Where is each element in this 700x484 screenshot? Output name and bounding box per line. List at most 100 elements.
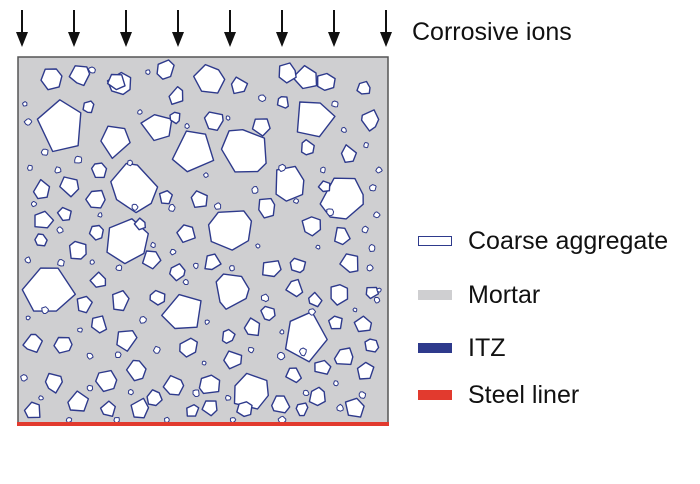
coarse-aggregate bbox=[193, 262, 199, 270]
coarse-aggregate bbox=[334, 226, 351, 246]
coarse-aggregate bbox=[275, 165, 305, 202]
coarse-aggregate bbox=[365, 286, 380, 300]
coarse-aggregate bbox=[344, 397, 365, 418]
coarse-aggregate bbox=[201, 360, 207, 366]
legend-item-steel-liner: Steel liner bbox=[418, 380, 579, 410]
coarse-aggregate bbox=[125, 359, 147, 382]
coarse-aggregate bbox=[114, 351, 122, 358]
coarse-aggregate bbox=[262, 260, 282, 278]
coarse-aggregate bbox=[236, 401, 253, 418]
coarse-aggregate bbox=[223, 350, 243, 370]
coarse-aggregate bbox=[141, 250, 162, 270]
coarse-aggregate bbox=[207, 210, 253, 251]
coarse-aggregate bbox=[168, 85, 184, 106]
coarse-aggregate bbox=[292, 64, 318, 90]
coarse-aggregate bbox=[31, 201, 38, 208]
coarse-aggregate bbox=[20, 374, 28, 382]
coarse-aggregate bbox=[88, 66, 96, 74]
coarse-aggregate bbox=[251, 118, 271, 137]
coarse-aggregate bbox=[296, 101, 336, 138]
coarse-aggregate bbox=[21, 267, 77, 312]
coarse-aggregate bbox=[89, 271, 107, 288]
coarse-aggregate bbox=[293, 198, 300, 204]
coarse-aggregate bbox=[333, 380, 339, 387]
down-arrow-icon bbox=[172, 32, 184, 47]
coarse-aggregate bbox=[330, 284, 349, 306]
coarse-aggregate bbox=[116, 330, 138, 352]
down-arrow-icon bbox=[224, 32, 236, 47]
coarse-aggregate bbox=[99, 400, 117, 417]
coarse-aggregate bbox=[176, 224, 196, 244]
coarse-aggregate bbox=[260, 293, 269, 303]
coarse-aggregate bbox=[186, 404, 200, 417]
coarse-aggregate bbox=[300, 138, 315, 156]
itz-swatch bbox=[418, 343, 452, 353]
coarse-aggregate bbox=[255, 243, 261, 249]
coarse-aggregate bbox=[373, 296, 381, 304]
coarse-aggregate bbox=[301, 216, 322, 237]
coarse-aggregate bbox=[375, 166, 383, 174]
coarse-aggregate bbox=[140, 113, 173, 142]
coarse-aggregate bbox=[94, 369, 118, 393]
coarse-aggregate bbox=[160, 293, 202, 330]
coarse-aggregate bbox=[229, 417, 237, 424]
coarse-aggregate bbox=[184, 123, 190, 130]
coarse-aggregate bbox=[115, 264, 123, 271]
coarse-aggregate bbox=[353, 315, 373, 333]
coarse-aggregate bbox=[192, 389, 200, 397]
coarse-aggregate bbox=[100, 125, 131, 160]
coarse-aggregate bbox=[68, 65, 91, 87]
coarse-aggregate bbox=[364, 338, 380, 353]
coarse-aggregate bbox=[67, 390, 90, 412]
coarse-aggregate bbox=[169, 111, 181, 125]
coarse-aggregate bbox=[363, 142, 369, 149]
coarse-aggregate bbox=[150, 241, 156, 249]
coarse-aggregate bbox=[328, 315, 343, 330]
coarse-aggregate bbox=[146, 389, 163, 407]
coarse-aggregate bbox=[25, 315, 31, 321]
legend-label: Steel liner bbox=[468, 380, 580, 409]
legend-label: Coarse aggregate bbox=[468, 226, 669, 255]
coarse-aggregate bbox=[215, 273, 250, 310]
coarse-aggregate bbox=[278, 62, 297, 84]
coarse-aggregate bbox=[38, 395, 44, 401]
coarse-aggregate bbox=[23, 401, 41, 419]
coarse-aggregate bbox=[85, 189, 106, 209]
coarse-aggregate bbox=[284, 311, 328, 363]
steel-liner bbox=[17, 422, 389, 426]
coarse-aggregate bbox=[179, 337, 199, 358]
coarse-aggregate bbox=[203, 111, 224, 132]
coarse-aggregate bbox=[106, 73, 126, 91]
coarse-aggregate bbox=[90, 315, 108, 334]
coarse-aggregate bbox=[366, 264, 374, 272]
coarse-aggregate bbox=[22, 101, 28, 107]
coarse-aggregate bbox=[137, 109, 143, 115]
coarse-aggregate bbox=[233, 372, 269, 410]
coarse-aggregate bbox=[40, 68, 63, 91]
coarse-aggregate bbox=[260, 305, 276, 322]
coarse-aggregate bbox=[361, 225, 369, 234]
coarse-aggregate bbox=[164, 416, 170, 423]
coarse-aggregate bbox=[54, 166, 62, 174]
coarse-aggregate bbox=[152, 345, 161, 354]
coarse-aggregate bbox=[308, 386, 326, 407]
coarse-aggregate bbox=[168, 203, 176, 212]
coarse-aggregate bbox=[22, 333, 43, 353]
coarse-aggregate bbox=[340, 144, 358, 164]
legend-item-mortar: Mortar bbox=[418, 280, 540, 310]
coarse-aggregate bbox=[40, 148, 49, 156]
coarse-aggregate bbox=[229, 265, 235, 272]
coarse-aggregate bbox=[145, 69, 151, 75]
coarse-aggregate bbox=[44, 372, 63, 394]
coarse-aggregate bbox=[97, 212, 103, 218]
coarse-aggregate bbox=[356, 361, 375, 380]
coarse-aggregate bbox=[314, 359, 332, 375]
coarse-aggregate bbox=[221, 328, 236, 344]
coarse-aggregate bbox=[169, 248, 177, 256]
coarse-aggregate bbox=[276, 95, 289, 109]
coarse-aggregate bbox=[171, 130, 215, 173]
coarse-aggregate bbox=[352, 307, 358, 313]
coarse-aggregate bbox=[82, 100, 95, 114]
coarse-aggregate bbox=[156, 59, 175, 80]
